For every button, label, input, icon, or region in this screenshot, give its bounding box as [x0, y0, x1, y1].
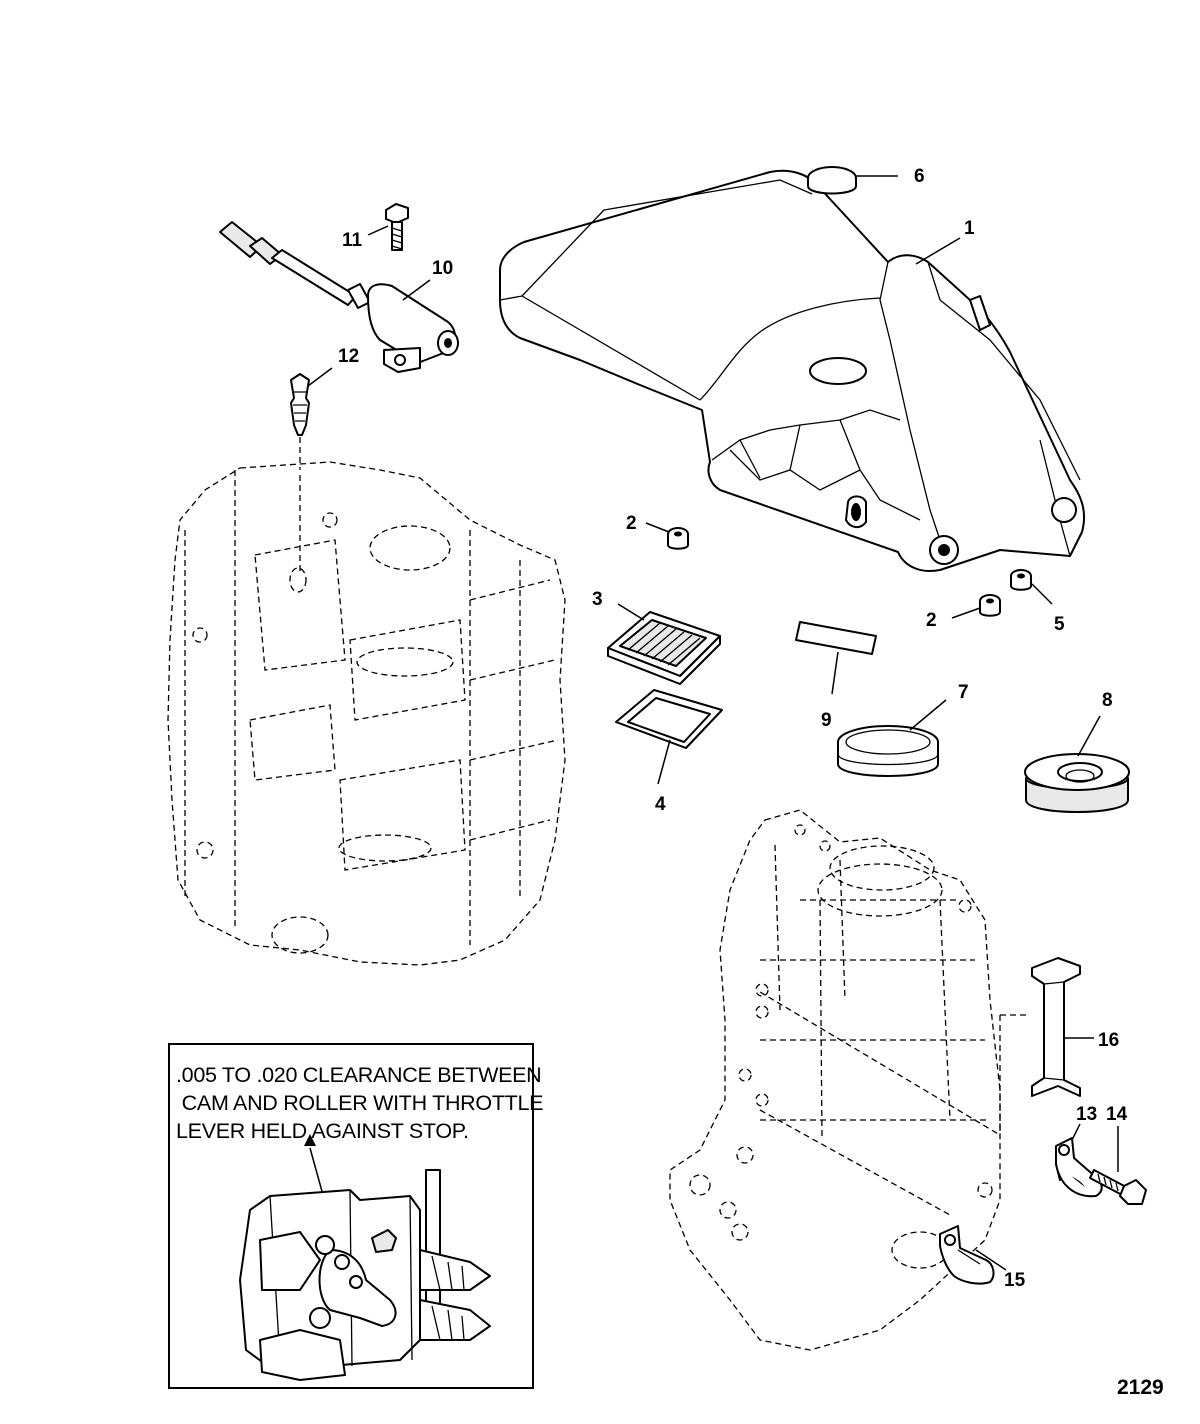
drawing-number: 2129: [1117, 1376, 1164, 1399]
clearance-note-line-1: .005 TO .020 CLEARANCE BETWEEN: [176, 1063, 542, 1087]
callout-12: 12: [338, 346, 359, 367]
callout-14: 14: [1106, 1104, 1128, 1125]
callout-4: 4: [655, 794, 666, 815]
leader-lines: [307, 175, 1119, 1271]
callout-2b: 2: [926, 610, 937, 631]
fitting-12: [290, 373, 310, 470]
cover-1: [499, 169, 1086, 572]
bracket-16: [1031, 957, 1081, 1097]
grommet-2a: [667, 527, 689, 550]
callout-11: 11: [342, 230, 363, 251]
callout-2a: 2: [626, 513, 637, 534]
grommet-2b: [979, 594, 1001, 617]
callout-3: 3: [592, 589, 603, 610]
clearance-note-box: .005 TO .020 CLEARANCE BETWEEN CAM AND R…: [168, 1043, 544, 1389]
filter-3: [607, 611, 721, 685]
clearance-note-line-3: LEVER HELD AGAINST STOP.: [176, 1119, 469, 1143]
clearance-note-line-2: CAM AND ROLLER WITH THROTTLE: [176, 1091, 544, 1115]
callout-labels: 1 2 2 3 4 5 6 7 8 9 10 11 12 13 14 15 16: [338, 166, 1128, 1291]
label-9: [795, 621, 877, 655]
callout-13: 13: [1076, 1104, 1097, 1125]
gasket-4: [615, 689, 723, 749]
inset-illustration: [239, 1134, 491, 1381]
clip-15: [939, 1225, 995, 1285]
throttle-assembly: [669, 809, 1030, 1351]
grommet-5: [1010, 569, 1032, 591]
callout-6: 6: [914, 166, 925, 187]
callout-9: 9: [821, 710, 832, 731]
bolt-11: [385, 203, 409, 251]
seal-8: [1024, 753, 1130, 813]
sensor-10: [219, 221, 459, 373]
clamp-13: [1055, 1137, 1103, 1198]
bolt-14: [1089, 1169, 1147, 1205]
callout-8: 8: [1102, 690, 1113, 711]
engine-block: [167, 461, 566, 966]
callout-15: 15: [1004, 1270, 1026, 1291]
callout-16: 16: [1098, 1030, 1119, 1051]
cap-6: [807, 166, 857, 195]
callout-7: 7: [958, 682, 969, 703]
callout-1: 1: [964, 218, 975, 239]
ring-7: [837, 725, 939, 777]
callout-5: 5: [1054, 614, 1065, 635]
callout-10: 10: [432, 258, 453, 279]
